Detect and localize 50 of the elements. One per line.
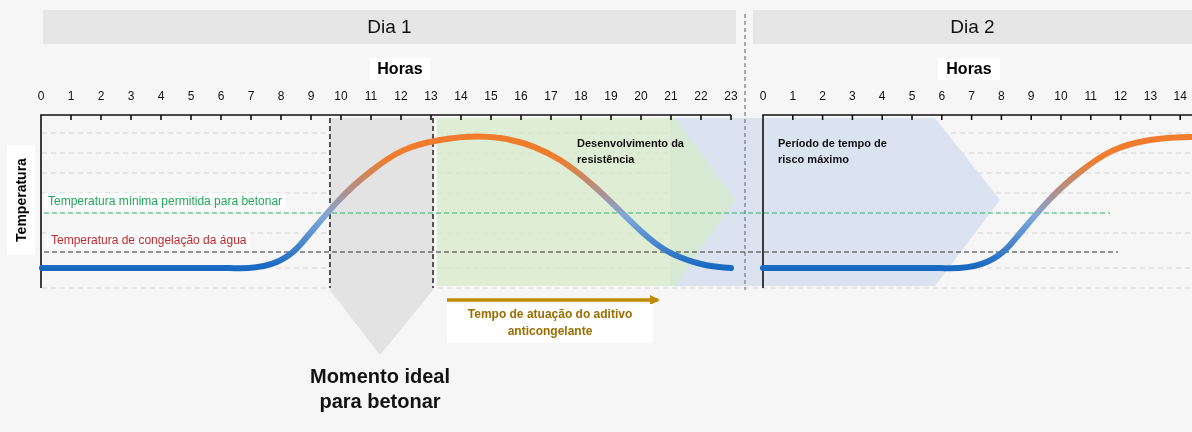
tick-label: 0 bbox=[758, 89, 768, 103]
tick-label: 0 bbox=[36, 89, 46, 103]
tick-label: 11 bbox=[363, 89, 379, 103]
callout-heading: Momento ideal para betonar bbox=[309, 364, 451, 414]
tick-label: 1 bbox=[66, 89, 76, 103]
tick-label: 8 bbox=[997, 89, 1006, 103]
tick-label: 14 bbox=[453, 89, 469, 103]
tick-label: 3 bbox=[126, 89, 136, 103]
period-label: Desenvolvimento da resistência bbox=[577, 136, 685, 167]
axis-title: Temperatura bbox=[7, 145, 35, 255]
period-label: Período de tempo de risco máximo bbox=[778, 136, 888, 167]
axis-title: Horas bbox=[938, 58, 1000, 80]
axis-title: Horas bbox=[370, 58, 430, 80]
tick-label: 9 bbox=[306, 89, 316, 103]
tick-label: 1 bbox=[788, 89, 798, 103]
tick-label: 13 bbox=[1142, 89, 1159, 103]
tick-label: 17 bbox=[543, 89, 559, 103]
tick-label: 10 bbox=[1053, 89, 1069, 103]
tick-label: 7 bbox=[967, 89, 976, 103]
tick-label: 11 bbox=[1083, 89, 1099, 103]
tick-label: 6 bbox=[216, 89, 226, 103]
tick-label: 16 bbox=[513, 89, 529, 103]
day-header: Dia 1 bbox=[43, 10, 736, 44]
tick-label: 19 bbox=[603, 89, 619, 103]
tick-label: 9 bbox=[1026, 89, 1036, 103]
threshold-label: Temperatura de congelação da água bbox=[47, 232, 251, 248]
tick-label: 18 bbox=[573, 89, 589, 103]
tick-label: 22 bbox=[693, 89, 709, 103]
tick-label: 12 bbox=[393, 89, 409, 103]
tick-label: 8 bbox=[276, 89, 286, 103]
tick-label: 20 bbox=[633, 89, 649, 103]
tick-label: 12 bbox=[1112, 89, 1129, 103]
tick-label: 7 bbox=[246, 89, 256, 103]
arrow-label: Tempo de atuação do aditivo anticongelante bbox=[447, 304, 653, 343]
tick-label: 4 bbox=[877, 89, 887, 103]
tick-label: 3 bbox=[848, 89, 857, 103]
day-header: Dia 2 bbox=[753, 10, 1192, 44]
tick-label: 2 bbox=[96, 89, 106, 103]
tick-label: 5 bbox=[186, 89, 196, 103]
tick-label: 5 bbox=[907, 89, 917, 103]
tick-label: 10 bbox=[333, 89, 349, 103]
tick-label: 6 bbox=[937, 89, 947, 103]
tick-label: 15 bbox=[483, 89, 499, 103]
tick-label: 13 bbox=[423, 89, 439, 103]
tick-label: 23 bbox=[723, 89, 739, 103]
tick-label: 2 bbox=[818, 89, 827, 103]
tick-label: 14 bbox=[1172, 89, 1188, 103]
tick-label: 4 bbox=[156, 89, 166, 103]
threshold-label: Temperatura mínima permitida para betonar bbox=[44, 193, 287, 209]
tick-label: 21 bbox=[663, 89, 679, 103]
